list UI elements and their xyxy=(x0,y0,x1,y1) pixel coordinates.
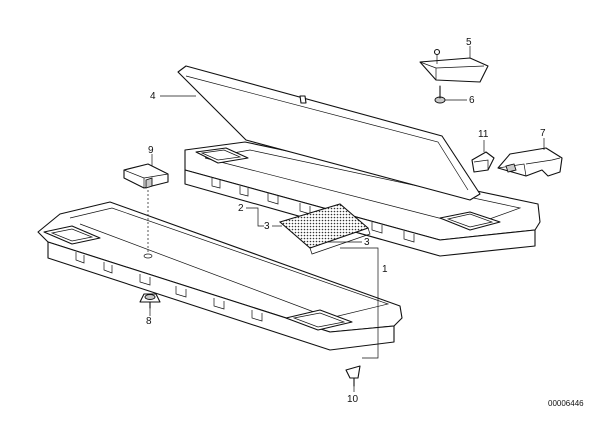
callout-2: 2 xyxy=(238,203,244,214)
callout-7: 7 xyxy=(540,128,546,139)
shelf-lid xyxy=(177,65,481,201)
callout-4: 4 xyxy=(150,91,156,102)
callout-9: 9 xyxy=(148,145,154,156)
leader-lines xyxy=(147,46,545,392)
mounting-bracket xyxy=(419,48,489,83)
callout-10: 10 xyxy=(347,394,359,405)
front-parcel-shelf xyxy=(37,201,403,351)
callout-1: 1 xyxy=(382,264,388,275)
cover-cap xyxy=(123,163,169,189)
callout-5: 5 xyxy=(466,37,472,48)
callout-3b: 3 xyxy=(364,237,370,248)
callout-11: 11 xyxy=(478,129,489,140)
drawing-number: 00006446 xyxy=(548,399,584,408)
latch-bracket xyxy=(497,147,563,177)
clip xyxy=(471,151,495,173)
speaker-grille xyxy=(278,203,371,255)
push-rivet xyxy=(345,365,361,387)
callout-3a: 3 xyxy=(264,221,270,232)
fastener-clip xyxy=(139,293,161,309)
callout-labels: 4 5 6 9 11 7 2 3 3 1 8 10 xyxy=(146,37,546,405)
callout-6: 6 xyxy=(469,95,475,106)
screw xyxy=(434,85,446,104)
callout-8: 8 xyxy=(146,316,152,327)
